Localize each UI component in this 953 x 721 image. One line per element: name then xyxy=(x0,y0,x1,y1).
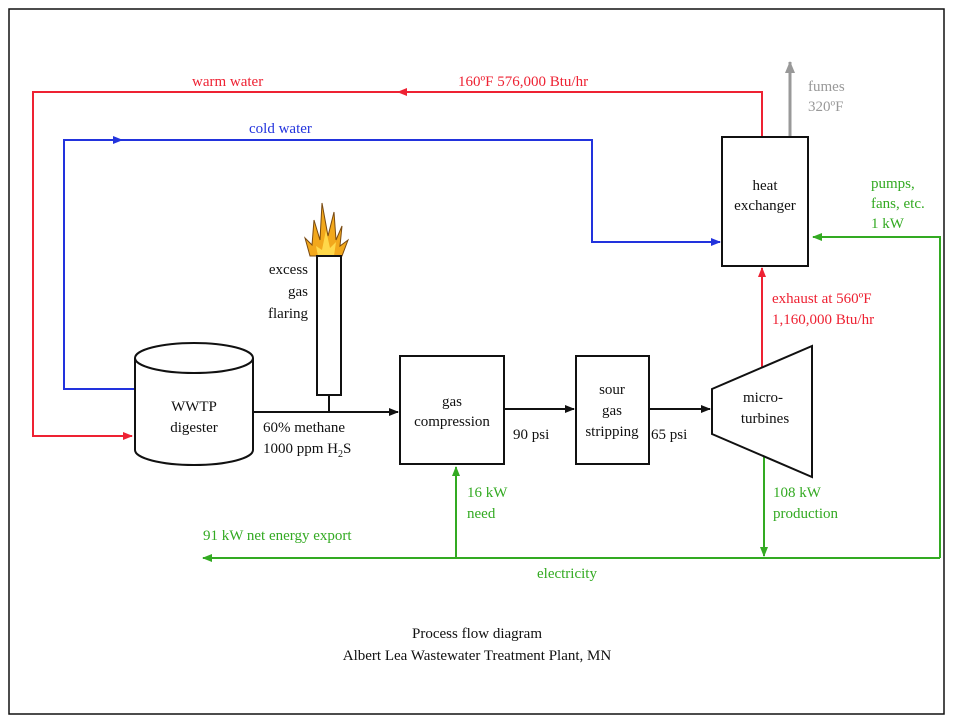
heat-exchanger-label-1: heat xyxy=(753,178,779,194)
production-label-2: production xyxy=(773,506,838,522)
digester-label-2: digester xyxy=(170,420,217,436)
electricity-line xyxy=(202,233,941,562)
need-label-1: 16 kW xyxy=(467,485,508,501)
pressure-90-label: 90 psi xyxy=(513,427,549,443)
stripping-label-3: stripping xyxy=(585,424,639,440)
need-label-2: need xyxy=(467,506,496,522)
digester-tank xyxy=(134,342,254,466)
export-label: 91 kW net energy export xyxy=(203,528,352,544)
pumps-label-2: fans, etc. xyxy=(871,196,925,212)
stripping-label-1: sour xyxy=(599,382,625,398)
warm-water-label: warm water xyxy=(192,74,263,90)
heat-exchanger-box xyxy=(721,136,809,267)
flare-flame-icon xyxy=(304,202,350,257)
caption-title: Process flow diagram xyxy=(412,626,542,642)
heat-exchanger-label-2: exchanger xyxy=(734,198,796,214)
pressure-65-label: 65 psi xyxy=(651,427,687,443)
flare-stack xyxy=(316,255,342,396)
electricity-label: electricity xyxy=(537,566,597,582)
stripping-label-2: gas xyxy=(602,403,622,419)
gas-compression-box xyxy=(399,355,505,465)
caption-subtitle: Albert Lea Wastewater Treatment Plant, M… xyxy=(343,648,612,664)
cold-water-label: cold water xyxy=(249,121,312,137)
compression-label-2: compression xyxy=(414,414,490,430)
exhaust-label-2: 1,160,000 Btu/hr xyxy=(772,312,874,328)
digester-label-1: WWTP xyxy=(171,399,217,415)
sour-gas-stripping-box xyxy=(575,355,650,465)
fumes-label: fumes xyxy=(808,79,845,95)
flare-label-3: flaring xyxy=(268,306,308,322)
methane-label: 60% methane xyxy=(263,420,345,436)
warm-water-line xyxy=(32,88,763,440)
pumps-label-3: 1 kW xyxy=(871,216,905,232)
flare-label-2: gas xyxy=(288,284,308,300)
diagram-frame xyxy=(8,8,945,715)
flare-label-1: excess xyxy=(269,262,308,278)
h2s-label: 1000 ppm H2S xyxy=(263,441,351,460)
compression-label-1: gas xyxy=(442,394,462,410)
exhaust-label-1: exhaust at 560ºF xyxy=(772,291,872,307)
turbine-label-1: micro- xyxy=(743,390,783,406)
gas-flow-line xyxy=(254,395,711,416)
microturbine-shape xyxy=(711,344,813,479)
fumes-temp-label: 320ºF xyxy=(808,99,844,115)
pumps-label-1: pumps, xyxy=(871,176,915,192)
warm-water-flow-label: 160ºF 576,000 Btu/hr xyxy=(458,74,588,90)
production-label-1: 108 kW xyxy=(773,485,822,501)
turbine-label-2: turbines xyxy=(741,411,789,427)
cold-water-line xyxy=(63,136,721,390)
